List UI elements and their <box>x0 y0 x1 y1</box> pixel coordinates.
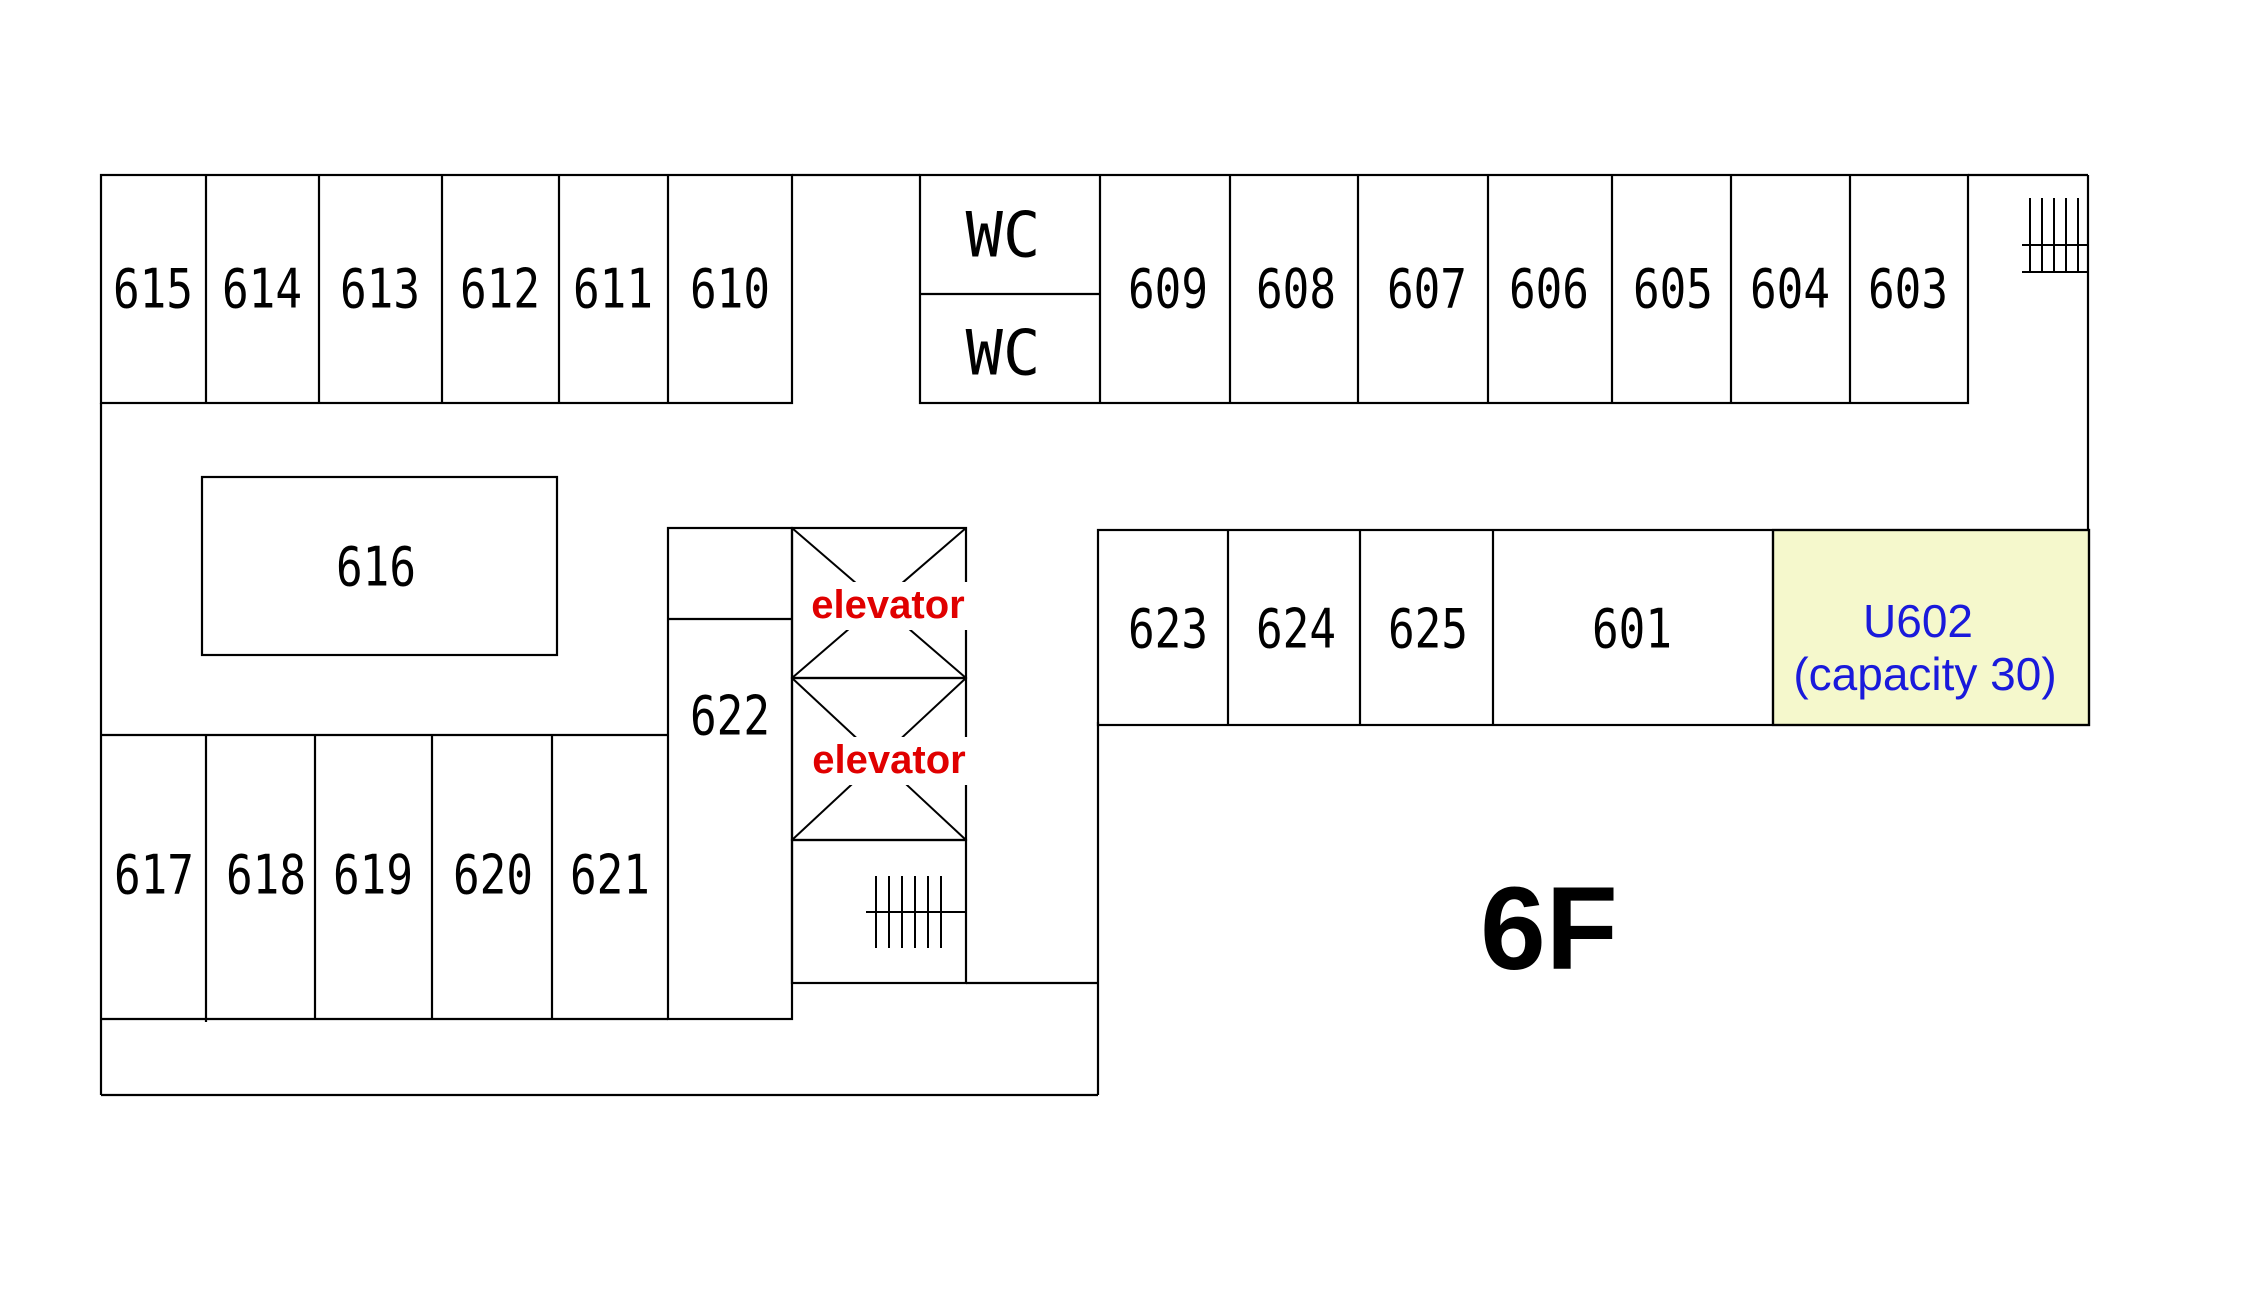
room-618: 618 <box>226 843 306 906</box>
stairs-icon <box>2022 198 2088 273</box>
room-617: 617 <box>114 843 194 906</box>
right-middle-room-block <box>1096 528 2091 727</box>
floor-label: 6F <box>1480 863 1618 995</box>
wc-lower-label: WC <box>966 317 1041 390</box>
room-616: 616 <box>336 535 416 598</box>
room-611: 611 <box>573 257 653 320</box>
wc-upper-label: WC <box>966 199 1041 272</box>
corridor-walls <box>99 173 2090 1097</box>
room-622: 622 <box>690 684 770 747</box>
elevator-label-bg-lower <box>800 737 972 785</box>
room-613: 613 <box>340 257 420 320</box>
room-603: 603 <box>1868 257 1948 320</box>
room-612: 612 <box>460 257 540 320</box>
bottom-left-room-block <box>101 733 668 1022</box>
top-right-room-block <box>918 173 1970 405</box>
elevator-label-upper: elevator <box>811 583 964 627</box>
room-u602-name: U602 <box>1863 595 1973 647</box>
room-623: 623 <box>1128 597 1208 660</box>
room-u602-capacity: (capacity 30) <box>1793 648 2056 700</box>
room-605: 605 <box>1633 257 1713 320</box>
room-608: 608 <box>1256 257 1336 320</box>
room-604: 604 <box>1750 257 1830 320</box>
room-622-block <box>666 526 794 1021</box>
room-619: 619 <box>333 843 413 906</box>
room-601: 601 <box>1592 597 1672 660</box>
top-left-room-block <box>99 173 794 405</box>
room-u602-highlight <box>1771 528 2091 727</box>
room-606: 606 <box>1509 257 1589 320</box>
room-621: 621 <box>570 843 650 906</box>
room-609: 609 <box>1128 257 1208 320</box>
room-616-box <box>200 475 559 657</box>
room-624: 624 <box>1256 597 1336 660</box>
room-607: 607 <box>1387 257 1467 320</box>
room-615: 615 <box>113 257 193 320</box>
room-620: 620 <box>453 843 533 906</box>
stairs-lower-icon <box>790 838 1098 985</box>
room-610: 610 <box>690 257 770 320</box>
room-614: 614 <box>222 257 302 320</box>
elevator-label-bg-upper <box>800 582 972 630</box>
elevator-label-lower: elevator <box>812 738 965 782</box>
room-625: 625 <box>1388 597 1468 660</box>
